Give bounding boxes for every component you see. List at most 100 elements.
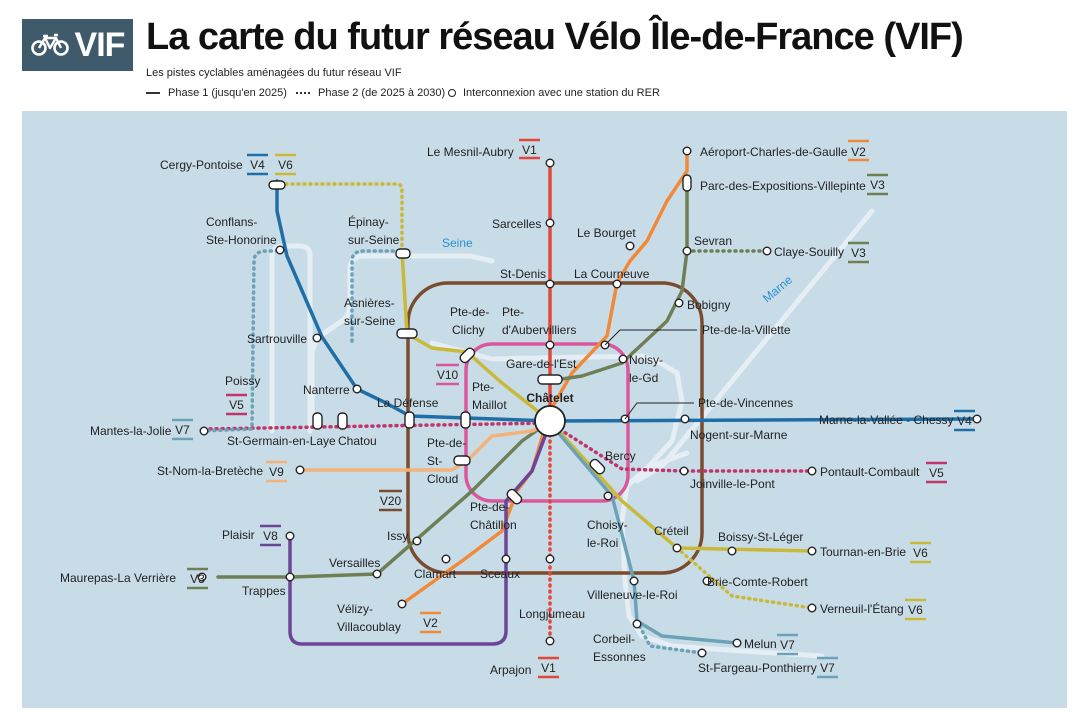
label-joinville: Joinville-le-Pont [690,477,775,491]
line-v6-north [278,182,404,253]
label-la-courneuve: La Courneuve [574,267,650,281]
legend-station-icon [448,89,456,97]
badge-v3-maurepas: V3 [187,567,208,590]
label-pte-clichy-2: Clichy [452,323,485,337]
badge-v7-melun: V7 [777,633,798,656]
badge-v10: V10 [436,363,459,386]
svg-text:V5: V5 [229,398,244,412]
label-corbeil-2: Essonnes [593,650,646,664]
station-chessy [972,414,982,424]
station-gare-est [537,374,563,385]
badge-v2-south: V2 [420,611,441,634]
label-sevran: Sevran [694,234,732,248]
legend-dotted-line [296,92,310,94]
label-clamart: Clamart [414,567,457,581]
label-sarcelles: Sarcelles [492,217,541,231]
label-pte-aub-2: d'Aubervilliers [502,323,576,337]
label-nogent: Nogent-sur-Marne [690,428,788,442]
badge-v7-fargeau: V7 [817,656,838,679]
label-asnieres-2: sur-Seine [344,314,396,328]
station-le-bourget [625,241,635,251]
svg-text:V7: V7 [780,638,795,652]
badge-v6-cergy: V6 [275,153,296,176]
label-choisy-1: Choisy- [587,518,628,532]
river-marne [634,208,875,484]
svg-text:V9: V9 [269,465,284,479]
station-noisy [618,354,628,364]
station-cergy [268,180,286,190]
river-seine [269,243,825,659]
station-bercy [589,458,606,475]
station-mesnil-aubry [545,158,555,168]
station-longjumeau [545,554,555,564]
bicycle-icon [30,33,69,56]
network-map: Seine Marne [22,111,1067,708]
legend-interconnexion-label: Interconnexion avec une station du RER [463,87,660,99]
station-pte-st-cloud [453,455,471,466]
station-trappes [285,572,295,582]
station-conflans [275,245,285,255]
label-asnieres-1: Asnières- [344,296,395,310]
page-title: La carte du futur réseau Vélo Île-de-Fra… [146,16,964,58]
station-sevran [682,246,692,256]
label-pte-clichy-1: Pte-de- [450,305,489,319]
label-pte-vincennes: Pte-de-Vincennes [698,396,793,410]
label-choisy-2: le-Roi [587,536,618,550]
label-cdg: Aéroport-Charles-de-Gaulle [700,145,848,159]
label-noisy-1: Noisy- [629,353,663,367]
label-longjumeau: Longjumeau [519,607,585,621]
label-pte-villette: Pte-de-la-Villette [702,323,791,337]
badge-v9-st-nom: V9 [266,460,287,483]
legend-solid-line [146,92,160,94]
station-claye [762,246,772,256]
label-mesnil-aubry: Le Mesnil-Aubry [427,145,514,159]
svg-text:V2: V2 [423,616,438,630]
label-plaisir: Plaisir [222,528,255,542]
station-creteil [672,543,682,553]
legend-phase2: Phase 2 (de 2025 à 2030) [296,86,445,100]
legend-phase1-label: Phase 1 (jusqu'en 2025) [168,87,287,99]
label-brie-comte-robert: Brie-Comte-Robert [707,575,808,589]
badge-v6-verneuil: V6 [905,598,926,621]
label-pte-aub-1: Pte- [502,305,524,319]
station-asnieres [396,328,418,339]
label-st-denis: St-Denis [500,267,546,281]
label-st-germain: St-Germain-en-Laye [227,434,336,448]
station-plaisir [285,531,295,541]
svg-text:V3: V3 [851,246,866,260]
svg-text:V6: V6 [908,603,923,617]
badge-v1-south: V1 [538,656,559,679]
line-v5-east [548,421,814,473]
callout-pte-villette [604,329,697,346]
station-chatou [337,412,348,430]
label-st-fargeau: St-Fargeau-Ponthierry [698,661,817,675]
label-maurepas: Maurepas-La Verrière [60,571,176,585]
line-v6 [400,249,814,553]
label-pte-maillot-1: Pte- [472,380,494,394]
svg-text:V2: V2 [851,145,866,159]
label-epinay-1: Épinay- [348,214,389,229]
line-v6-verneuil [675,546,814,610]
badge-v3-villepinte: V3 [867,173,888,196]
svg-text:V4: V4 [250,158,265,172]
svg-text:V4: V4 [957,414,972,428]
badge-v5-pontault: V5 [926,461,947,484]
label-verneuil: Verneuil-l'Étang [820,601,904,616]
station-chatelet [534,405,566,437]
station-tournan [807,546,817,556]
station-sarcelles [545,218,555,228]
label-conflans-1: Conflans- [206,215,257,229]
legend-phase2-label: Phase 2 (de 2025 à 2030) [318,87,446,99]
label-velizy-2: Villacoublay [337,620,401,634]
label-pte-maillot-2: Maillot [472,398,507,412]
label-la-defense: La Défense [377,396,439,410]
station-pte-aubervilliers [545,340,555,350]
label-versailles: Versailles [329,556,380,570]
station-maurepas [197,572,207,582]
station-brie-comte-robert [702,576,712,586]
svg-text:V10: V10 [437,368,459,382]
label-conflans-2: Ste-Honorine [206,233,277,247]
label-creteil: Créteil [654,524,689,538]
label-villeneuve: Villeneuve-le-Roi [587,588,678,602]
badge-v20: V20 [379,489,402,512]
